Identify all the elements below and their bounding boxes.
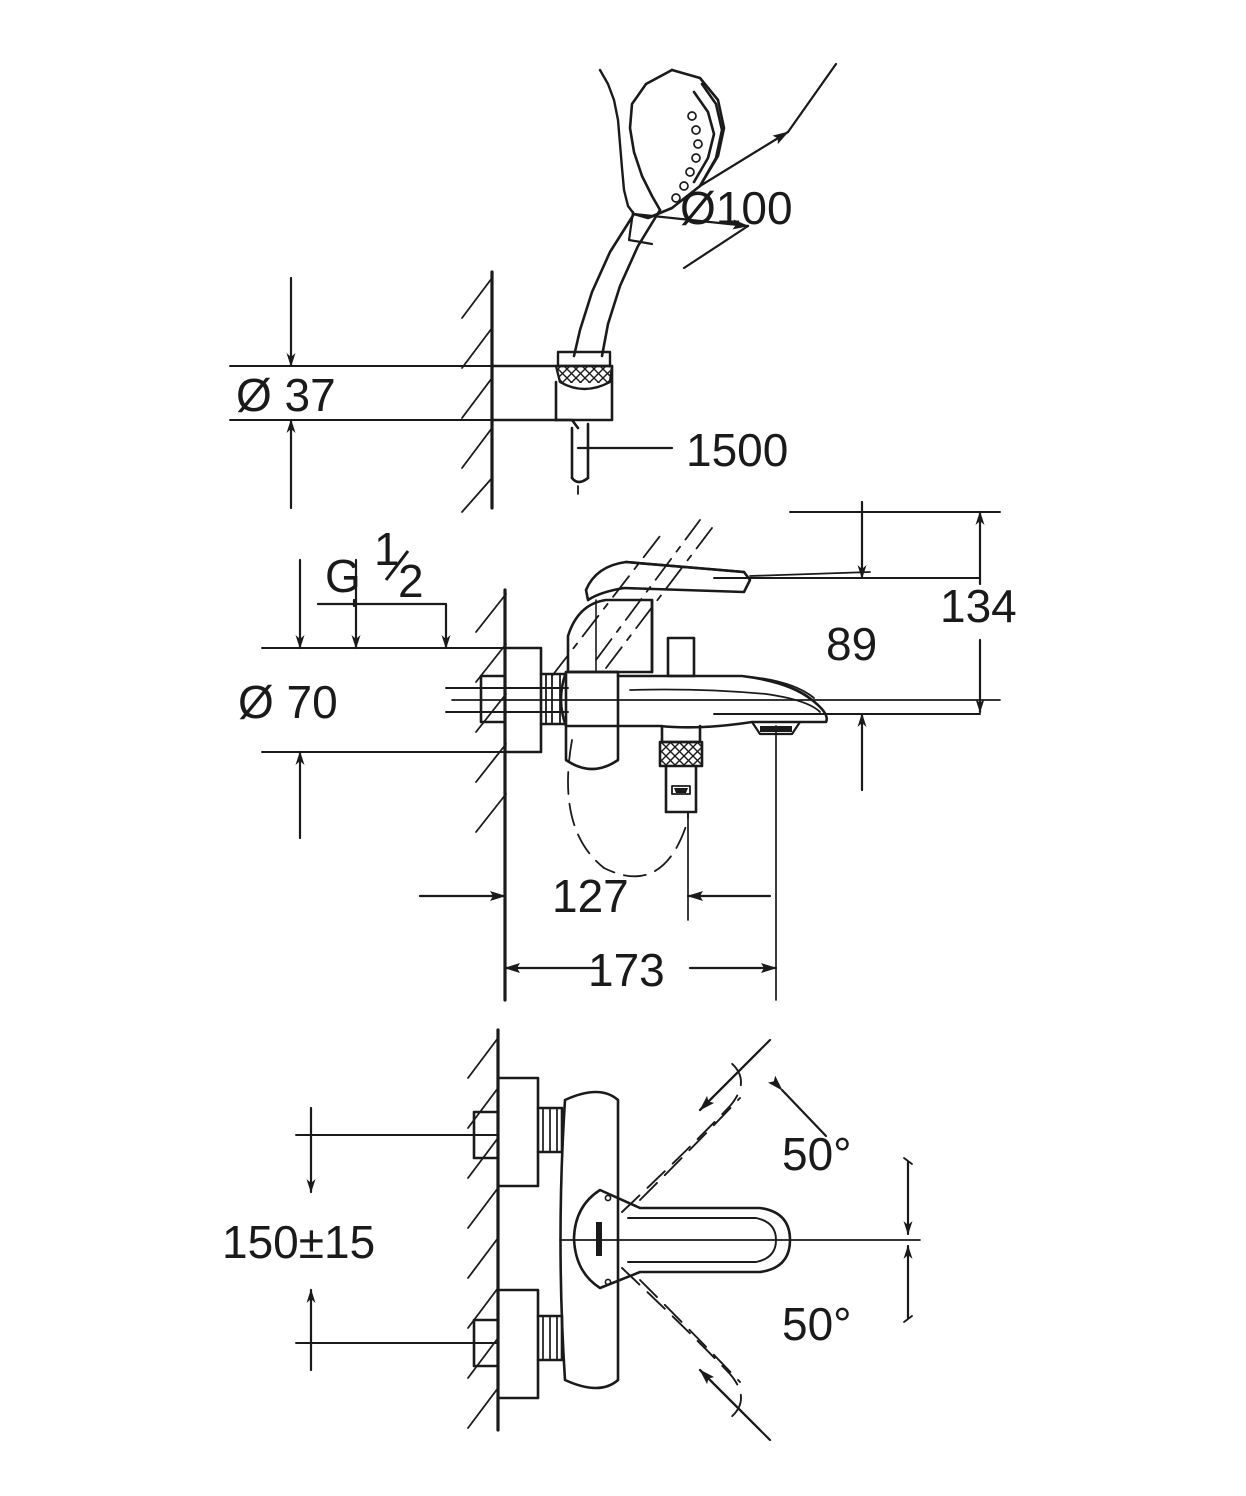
spray-nozzles [671,111,703,203]
label-wall-outlet-diameter-text: Ø 37 [236,369,336,421]
label-thread-size: G 1 2 [325,523,424,607]
dim-thread-leader [316,558,451,650]
hose-connector [554,350,614,430]
wall-line-middle [475,588,507,1002]
label-total-projection: 173 [588,944,665,996]
dim-inlet-spacing [295,1106,499,1372]
wall-line-bottom [467,1028,500,1432]
view-hand-shower [229,62,838,513]
dim-lever-height [789,510,1001,714]
label-angle-upper: 50° [782,1128,852,1180]
label-shower-diameter-text: Ø100 [680,182,793,234]
label-thread-denominator: 2 [398,555,424,607]
label-lever-height: 134 [940,580,1017,632]
wall-line-top [461,270,494,513]
label-thread-prefix: G [325,550,361,602]
label-wall-outlet-diameter: Ø 37 [236,369,336,421]
label-inlet-spacing-text: 150±15 [222,1216,375,1268]
dim-spout-projection [418,751,772,921]
mixer-body-plan [559,1090,921,1390]
wall-hatching-top [461,277,493,513]
hand-shower-body [572,68,726,358]
dim-escutcheon-diameter [261,558,569,840]
label-shower-diameter: Ø100 [680,182,793,234]
label-lever-height-text: 134 [940,580,1017,632]
lever-motion-phantom [551,519,713,677]
label-angle-lower: 50° [782,1298,852,1350]
dim-angle-lower [698,1244,913,1442]
view-mixer-side [261,500,1001,1002]
label-angle-upper-text: 50° [782,1128,852,1180]
label-angle-lower-text: 50° [782,1298,852,1350]
inlet-union-lower [472,1288,564,1400]
shower-hose [570,422,590,499]
label-total-projection-text: 173 [588,944,665,996]
dim-shower-diameter [632,62,838,270]
label-hose-length-text: 1500 [686,424,788,476]
dim-spout-height [713,500,981,792]
dimension-labels: Ø100 Ø 37 1500 G 1 2 Ø 70 89 134 [222,182,1017,1350]
label-hose-length: 1500 [686,424,788,476]
dim-total-projection [503,725,778,1001]
hose-arc-phantom [567,739,689,878]
wall-hatching-bottom [467,1037,499,1429]
lever-top-extension [749,571,871,577]
label-escutcheon-diameter-text: Ø 70 [238,676,338,728]
label-spout-projection: 127 [552,870,629,922]
label-spout-height: 89 [826,618,877,670]
label-inlet-spacing: 150±15 [222,1216,375,1268]
dim-wall-outlet-diameter [229,276,557,510]
mixer-body [551,519,828,814]
dim-angle-upper [698,1038,913,1236]
inlet-union-upper [472,1076,564,1188]
view-mixer-plan [295,1028,921,1442]
lever-swivel-phantom [621,1061,742,1419]
label-spout-projection-text: 127 [552,870,629,922]
label-spout-height-text: 89 [826,618,877,670]
label-escutcheon-diameter: Ø 70 [238,676,338,728]
wall-outlet-pipe [490,364,558,422]
